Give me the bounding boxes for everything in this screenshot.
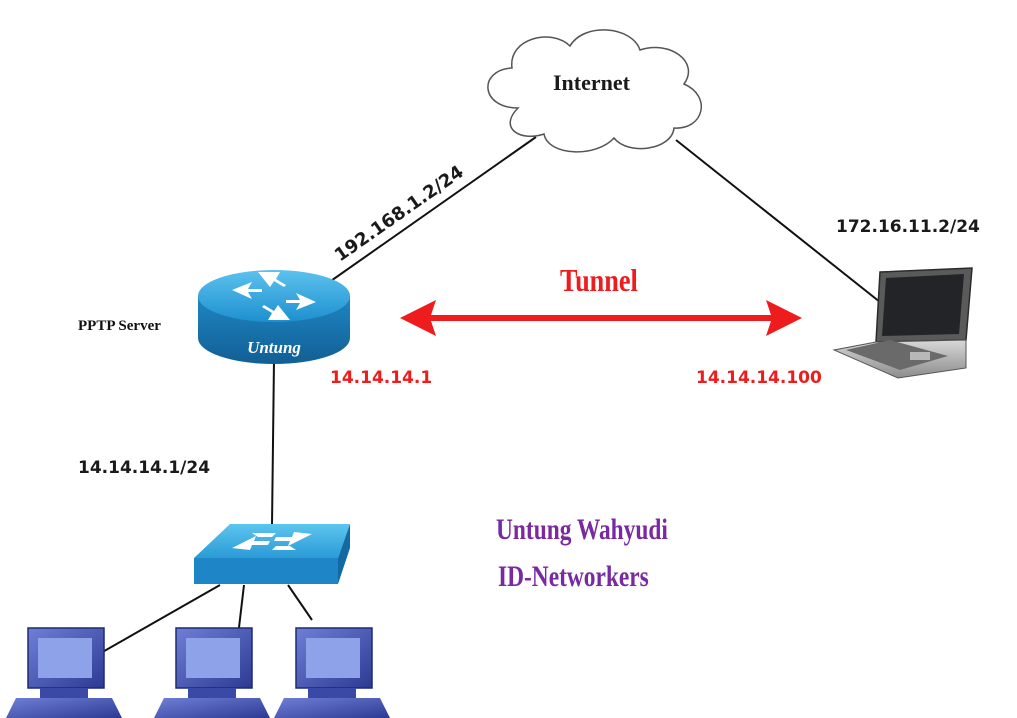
link-router-internet [317, 136, 537, 291]
switch-icon [194, 524, 350, 584]
tunnel-label: Tunnel [560, 262, 638, 298]
tunnel-server-address-label: 14.14.14.1 [330, 368, 433, 388]
link-internet-laptop [675, 139, 891, 311]
organization-credit: ID-Networkers [498, 560, 649, 593]
desktop-pc-icon [274, 627, 390, 718]
internet-label: Internet [553, 70, 630, 95]
links [91, 136, 891, 659]
lan-address-label: 14.14.14.1/24 [78, 458, 211, 478]
wan-address-label: 192.168.1.2/24 [331, 162, 468, 267]
pptp-server-label: PPTP Server [78, 318, 161, 334]
link-switch-pc1 [91, 584, 221, 659]
link-router-switch [271, 359, 275, 526]
author-credit: Untung Wahyudi [496, 513, 668, 546]
desktop-pc-icon [6, 627, 122, 718]
laptop-icon [832, 267, 973, 379]
router-name-label: Untung [247, 338, 301, 357]
tunnel-arrow [400, 300, 802, 336]
desktop-pc-icon [154, 627, 270, 718]
cloud-icon [487, 29, 702, 153]
link-switch-pc3 [287, 584, 313, 621]
tunnel-client-address-label: 14.14.14.100 [696, 368, 822, 388]
client-address-label: 172.16.11.2/24 [836, 217, 980, 237]
router-icon [198, 270, 350, 364]
